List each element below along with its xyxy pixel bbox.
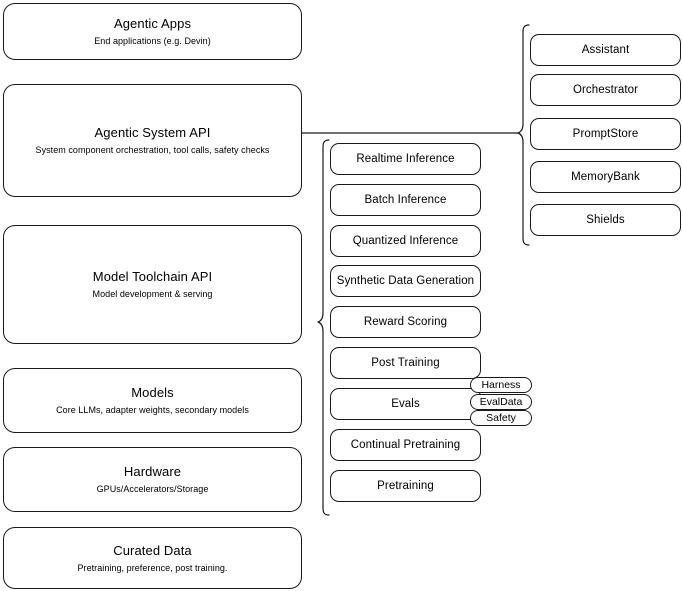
brace-toolchain-components xyxy=(317,139,330,516)
component-label: Synthetic Data Generation xyxy=(336,274,475,287)
component-label: Orchestrator xyxy=(572,83,639,96)
component-label: Reward Scoring xyxy=(363,315,448,328)
component-batch-inference[interactable]: Batch Inference xyxy=(330,184,481,216)
eval-pill-harness[interactable]: Harness xyxy=(470,377,532,393)
component-quantized-inference[interactable]: Quantized Inference xyxy=(330,225,481,257)
layer-subtitle: End applications (e.g. Devin) xyxy=(94,36,211,46)
layer-models[interactable]: Models Core LLMs, adapter weights, secon… xyxy=(3,368,302,433)
brace-system-components xyxy=(517,24,530,246)
component-assistant[interactable]: Assistant xyxy=(530,34,681,66)
layer-subtitle: Core LLMs, adapter weights, secondary mo… xyxy=(56,405,249,415)
eval-pill-label: EvalData xyxy=(479,395,523,408)
layer-title: Hardware xyxy=(123,464,182,479)
layer-agentic-system-api[interactable]: Agentic System API System component orch… xyxy=(3,84,302,197)
component-realtime-inference[interactable]: Realtime Inference xyxy=(330,143,481,175)
component-pretraining[interactable]: Pretraining xyxy=(330,470,481,502)
layer-title: Curated Data xyxy=(113,542,192,558)
component-label: Pretraining xyxy=(377,479,434,492)
layer-title: Model Toolchain API xyxy=(92,269,213,284)
component-label: Quantized Inference xyxy=(352,234,459,247)
component-evals[interactable]: Evals xyxy=(330,388,481,420)
component-label: Assistant xyxy=(581,43,630,56)
component-label: Evals xyxy=(391,397,420,410)
layer-model-toolchain-api[interactable]: Model Toolchain API Model development & … xyxy=(3,225,302,344)
component-reward-scoring[interactable]: Reward Scoring xyxy=(330,306,481,338)
eval-pill-evaldata[interactable]: EvalData xyxy=(470,394,532,410)
component-label: Post Training xyxy=(371,356,440,369)
component-shields[interactable]: Shields xyxy=(530,204,681,236)
component-label: MemoryBank xyxy=(571,170,640,183)
layer-subtitle: System component orchestration, tool cal… xyxy=(35,145,270,155)
layer-hardware[interactable]: Hardware GPUs/Accelerators/Storage xyxy=(3,447,302,512)
eval-pill-label: Safety xyxy=(486,411,516,424)
component-label: Continual Pretraining xyxy=(350,438,461,451)
component-label: Batch Inference xyxy=(364,193,447,206)
layer-subtitle: GPUs/Accelerators/Storage xyxy=(96,484,209,494)
eval-pill-safety[interactable]: Safety xyxy=(470,410,532,426)
component-memorybank[interactable]: MemoryBank xyxy=(530,161,681,193)
layer-title: Agentic Apps xyxy=(113,16,192,31)
layer-agentic-apps[interactable]: Agentic Apps End applications (e.g. Devi… xyxy=(3,3,302,60)
layer-title: Models xyxy=(131,385,174,400)
component-promptstore[interactable]: PromptStore xyxy=(530,118,681,150)
component-synthetic-data-generation[interactable]: Synthetic Data Generation xyxy=(330,265,481,297)
component-continual-pretraining[interactable]: Continual Pretraining xyxy=(330,429,481,461)
component-label: PromptStore xyxy=(572,127,639,140)
layer-subtitle: Pretraining, preference, post training. xyxy=(77,562,228,573)
eval-pill-label: Harness xyxy=(481,378,521,391)
layer-curated-data[interactable]: Curated Data Pretraining, preference, po… xyxy=(3,527,302,589)
component-label: Shields xyxy=(586,213,625,226)
component-orchestrator[interactable]: Orchestrator xyxy=(530,74,681,106)
component-label: Realtime Inference xyxy=(356,152,455,165)
layer-subtitle: Model development & serving xyxy=(92,289,213,299)
layer-title: Agentic System API xyxy=(94,125,211,140)
component-post-training[interactable]: Post Training xyxy=(330,347,481,379)
